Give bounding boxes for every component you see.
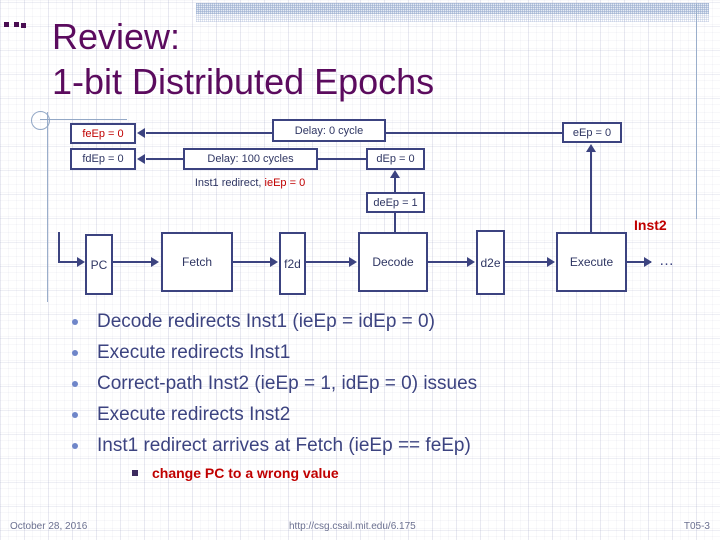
bullet-list: Decode redirects Inst1 (ieEp = idEp = 0)…	[64, 306, 684, 485]
feedback-wire-horizontal-to-pc	[58, 261, 79, 263]
title-underline-rule	[40, 119, 127, 120]
delay-100-cycles-box: Delay: 100 cycles	[183, 148, 318, 170]
wire-eEp-to-delay0	[386, 132, 562, 134]
footer-url[interactable]: http://csg.csail.mit.edu/6.175	[289, 521, 416, 532]
wire-d2e-to-execute	[505, 261, 547, 263]
wire-f2d-to-decode	[306, 261, 349, 263]
wire-decode-to-deEp	[394, 213, 396, 233]
wire-execute-to-eEp	[590, 152, 592, 233]
decode-stage: Decode	[358, 232, 428, 292]
inst2-label: Inst2	[634, 217, 667, 233]
arrow-decode-to-d2e	[467, 257, 475, 267]
arrow-feedback-to-pc	[77, 257, 85, 267]
d2e-fifo: d2e	[476, 230, 505, 295]
header-decorative-band	[196, 3, 709, 14]
wire-delay0-to-feEp	[146, 132, 272, 134]
wire-execute-to-next	[627, 261, 651, 263]
arrow-f2d-to-decode	[349, 257, 357, 267]
sub-bullet-item: change PC to a wrong value	[124, 461, 684, 485]
arrow-delay0-to-feEp	[137, 128, 145, 138]
page-title-line-2: 1-bit Distributed Epochs	[52, 61, 435, 102]
footer-date: October 28, 2016	[10, 521, 88, 532]
page-title-line-1: Review:	[52, 16, 181, 57]
wire-deEp-to-dEp	[394, 176, 396, 192]
feEp-register: feEp = 0	[70, 123, 136, 144]
header-decorative-squares	[2, 22, 32, 28]
redirect-caption-ieEp: ieEp = 0	[264, 177, 306, 189]
decorative-circle	[31, 111, 50, 130]
arrow-d2e-to-execute	[547, 257, 555, 267]
fetch-stage: Fetch	[161, 232, 233, 292]
arrow-delay100-to-fdEp	[137, 154, 145, 164]
bullet-item: Execute redirects Inst2	[64, 399, 684, 430]
header-decorative-band-secondary	[196, 14, 709, 22]
wire-fetch-to-f2d	[233, 261, 270, 263]
arrow-execute-to-eEp	[586, 144, 596, 152]
arrow-fetch-to-f2d	[270, 257, 278, 267]
arrow-execute-to-next	[644, 257, 652, 267]
fdEp-register: fdEp = 0	[70, 148, 136, 170]
wire-dEp-to-delay100	[318, 158, 366, 160]
bullet-item: Correct-path Inst2 (ieEp = 1, idEp = 0) …	[64, 368, 684, 399]
pipeline-continues-ellipsis: …	[659, 252, 676, 269]
feedback-wire-vertical-left	[58, 232, 60, 263]
bullet-item: Execute redirects Inst1	[64, 337, 684, 368]
right-vertical-rule	[696, 4, 697, 219]
dEp-register: dEp = 0	[366, 148, 425, 170]
arrow-pc-to-fetch	[151, 257, 159, 267]
redirect-caption-prefix: Inst1 redirect,	[194, 177, 265, 189]
wire-pc-to-fetch	[113, 261, 152, 263]
execute-stage: Execute	[556, 232, 627, 292]
deEp-register: deEp = 1	[366, 192, 425, 213]
wire-delay100-to-fdEp	[146, 158, 183, 160]
left-vertical-rule	[47, 112, 48, 302]
bullet-item: Decode redirects Inst1 (ieEp = idEp = 0)	[64, 306, 684, 337]
arrow-deEp-to-dEp	[390, 170, 400, 178]
pc-stage: PC	[85, 234, 113, 295]
footer-slide-id: T05-3	[683, 521, 710, 532]
f2d-fifo: f2d	[279, 232, 306, 295]
page-title: Review: 1-bit Distributed Epochs	[52, 14, 672, 104]
inst1-redirect-caption: Inst1 redirect, ieEp = 0	[180, 176, 320, 190]
delay-0-cycle-box: Delay: 0 cycle	[272, 119, 386, 142]
bullet-item: Inst1 redirect arrives at Fetch (ieEp ==…	[64, 430, 684, 461]
wire-decode-to-d2e	[428, 261, 467, 263]
eEp-register: eEp = 0	[562, 122, 622, 143]
